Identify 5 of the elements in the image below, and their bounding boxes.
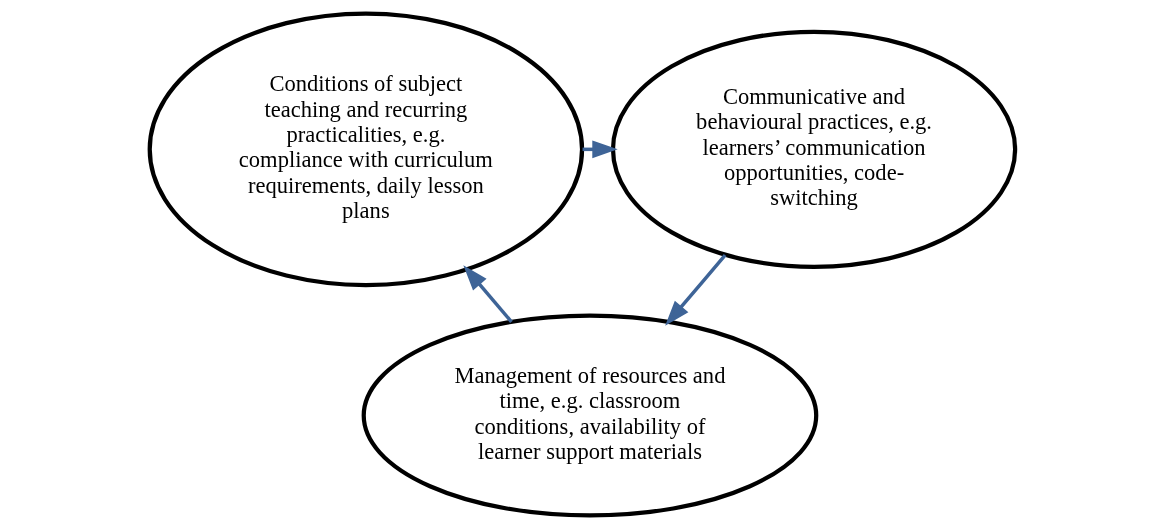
node-ellipse: Management of resources and time, e.g. classroom conditions, availability of learner support materials xyxy=(361,313,819,518)
node-ellipse: Conditions of subject teaching and recurring practicalities, e.g. compliance with curriculum requirements, daily lesson plans xyxy=(147,11,585,288)
arrow xyxy=(665,254,727,326)
node-ellipse: Communicative and behavioural practices, e.g. learners’ communication opportunities, code-switching xyxy=(610,29,1018,269)
arrow xyxy=(463,265,513,323)
